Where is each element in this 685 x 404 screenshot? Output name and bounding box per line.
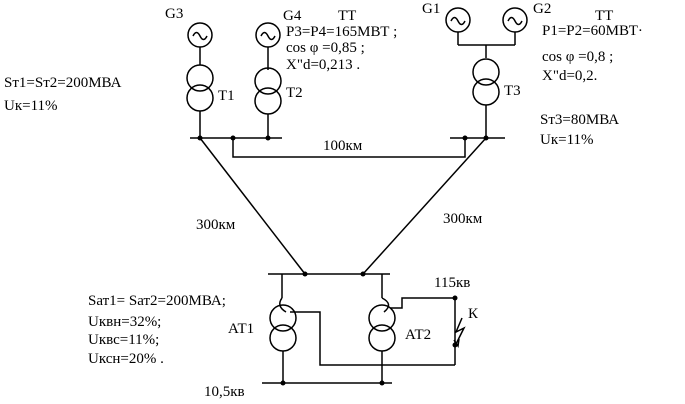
label-ukvs: Uквс=11%;: [88, 332, 160, 348]
label-st12: Sт1=Sт2=200МВА: [4, 75, 122, 91]
label-uk12: Uк=11%: [4, 98, 58, 114]
generator-g4-symbol: [255, 22, 281, 70]
label-at2: АТ2: [405, 327, 432, 343]
label-115kv: 115кв: [434, 275, 471, 291]
line-300km-left: [199, 137, 306, 275]
label-tt-left: ТТ: [338, 8, 357, 24]
transformer-t1-symbol: [186, 64, 214, 138]
transformer-t2-symbol: [254, 67, 282, 138]
transformer-t3-symbol: [472, 58, 500, 138]
generator-g2-symbol: [502, 7, 528, 45]
label-g3: G3: [165, 6, 184, 22]
label-line-300km-right: 300км: [443, 211, 483, 227]
line-300km-right: [362, 137, 487, 275]
label-g1: G1: [422, 1, 441, 17]
label-p12: P1=P2=60МВТ·: [542, 23, 643, 39]
label-uk3: Uк=11%: [540, 132, 594, 148]
label-10-5kv: 10,5кв: [204, 384, 245, 400]
autotransformer-at1-symbol: [269, 274, 455, 383]
label-cos12: cos φ =0,8 ;: [542, 49, 614, 65]
label-ukvn: Uквн=32%;: [88, 314, 162, 330]
label-t3: T3: [504, 83, 521, 99]
label-ukcn: Uксн=20% .: [88, 351, 164, 367]
line-100km: [232, 138, 466, 158]
label-fault-k: К: [468, 306, 479, 322]
generator-g3-symbol: [187, 22, 213, 65]
label-p34: P3=P4=165МВТ ;: [286, 24, 398, 40]
label-t1: T1: [218, 88, 235, 104]
label-at1: АТ1: [228, 321, 255, 337]
generator-g1-symbol: [445, 7, 471, 45]
fault-arrow-k: [453, 317, 466, 349]
label-st3: Sт3=80МВА: [540, 112, 620, 128]
label-xd12: X"d=0,2.: [542, 68, 598, 84]
label-xd34: X"d=0,213 .: [286, 57, 361, 73]
label-g4: G4: [283, 8, 302, 24]
label-cos34: cos φ =0,85 ;: [286, 40, 365, 56]
label-line-100km: 100км: [323, 138, 363, 154]
label-line-300km-left: 300км: [196, 217, 236, 233]
autotransformer-at2-symbol: [368, 274, 456, 383]
label-t2: T2: [286, 85, 303, 101]
label-g2: G2: [533, 1, 552, 17]
label-sat: Sат1= Sат2=200МВА;: [88, 293, 226, 309]
label-tt-right: ТТ: [595, 8, 614, 24]
